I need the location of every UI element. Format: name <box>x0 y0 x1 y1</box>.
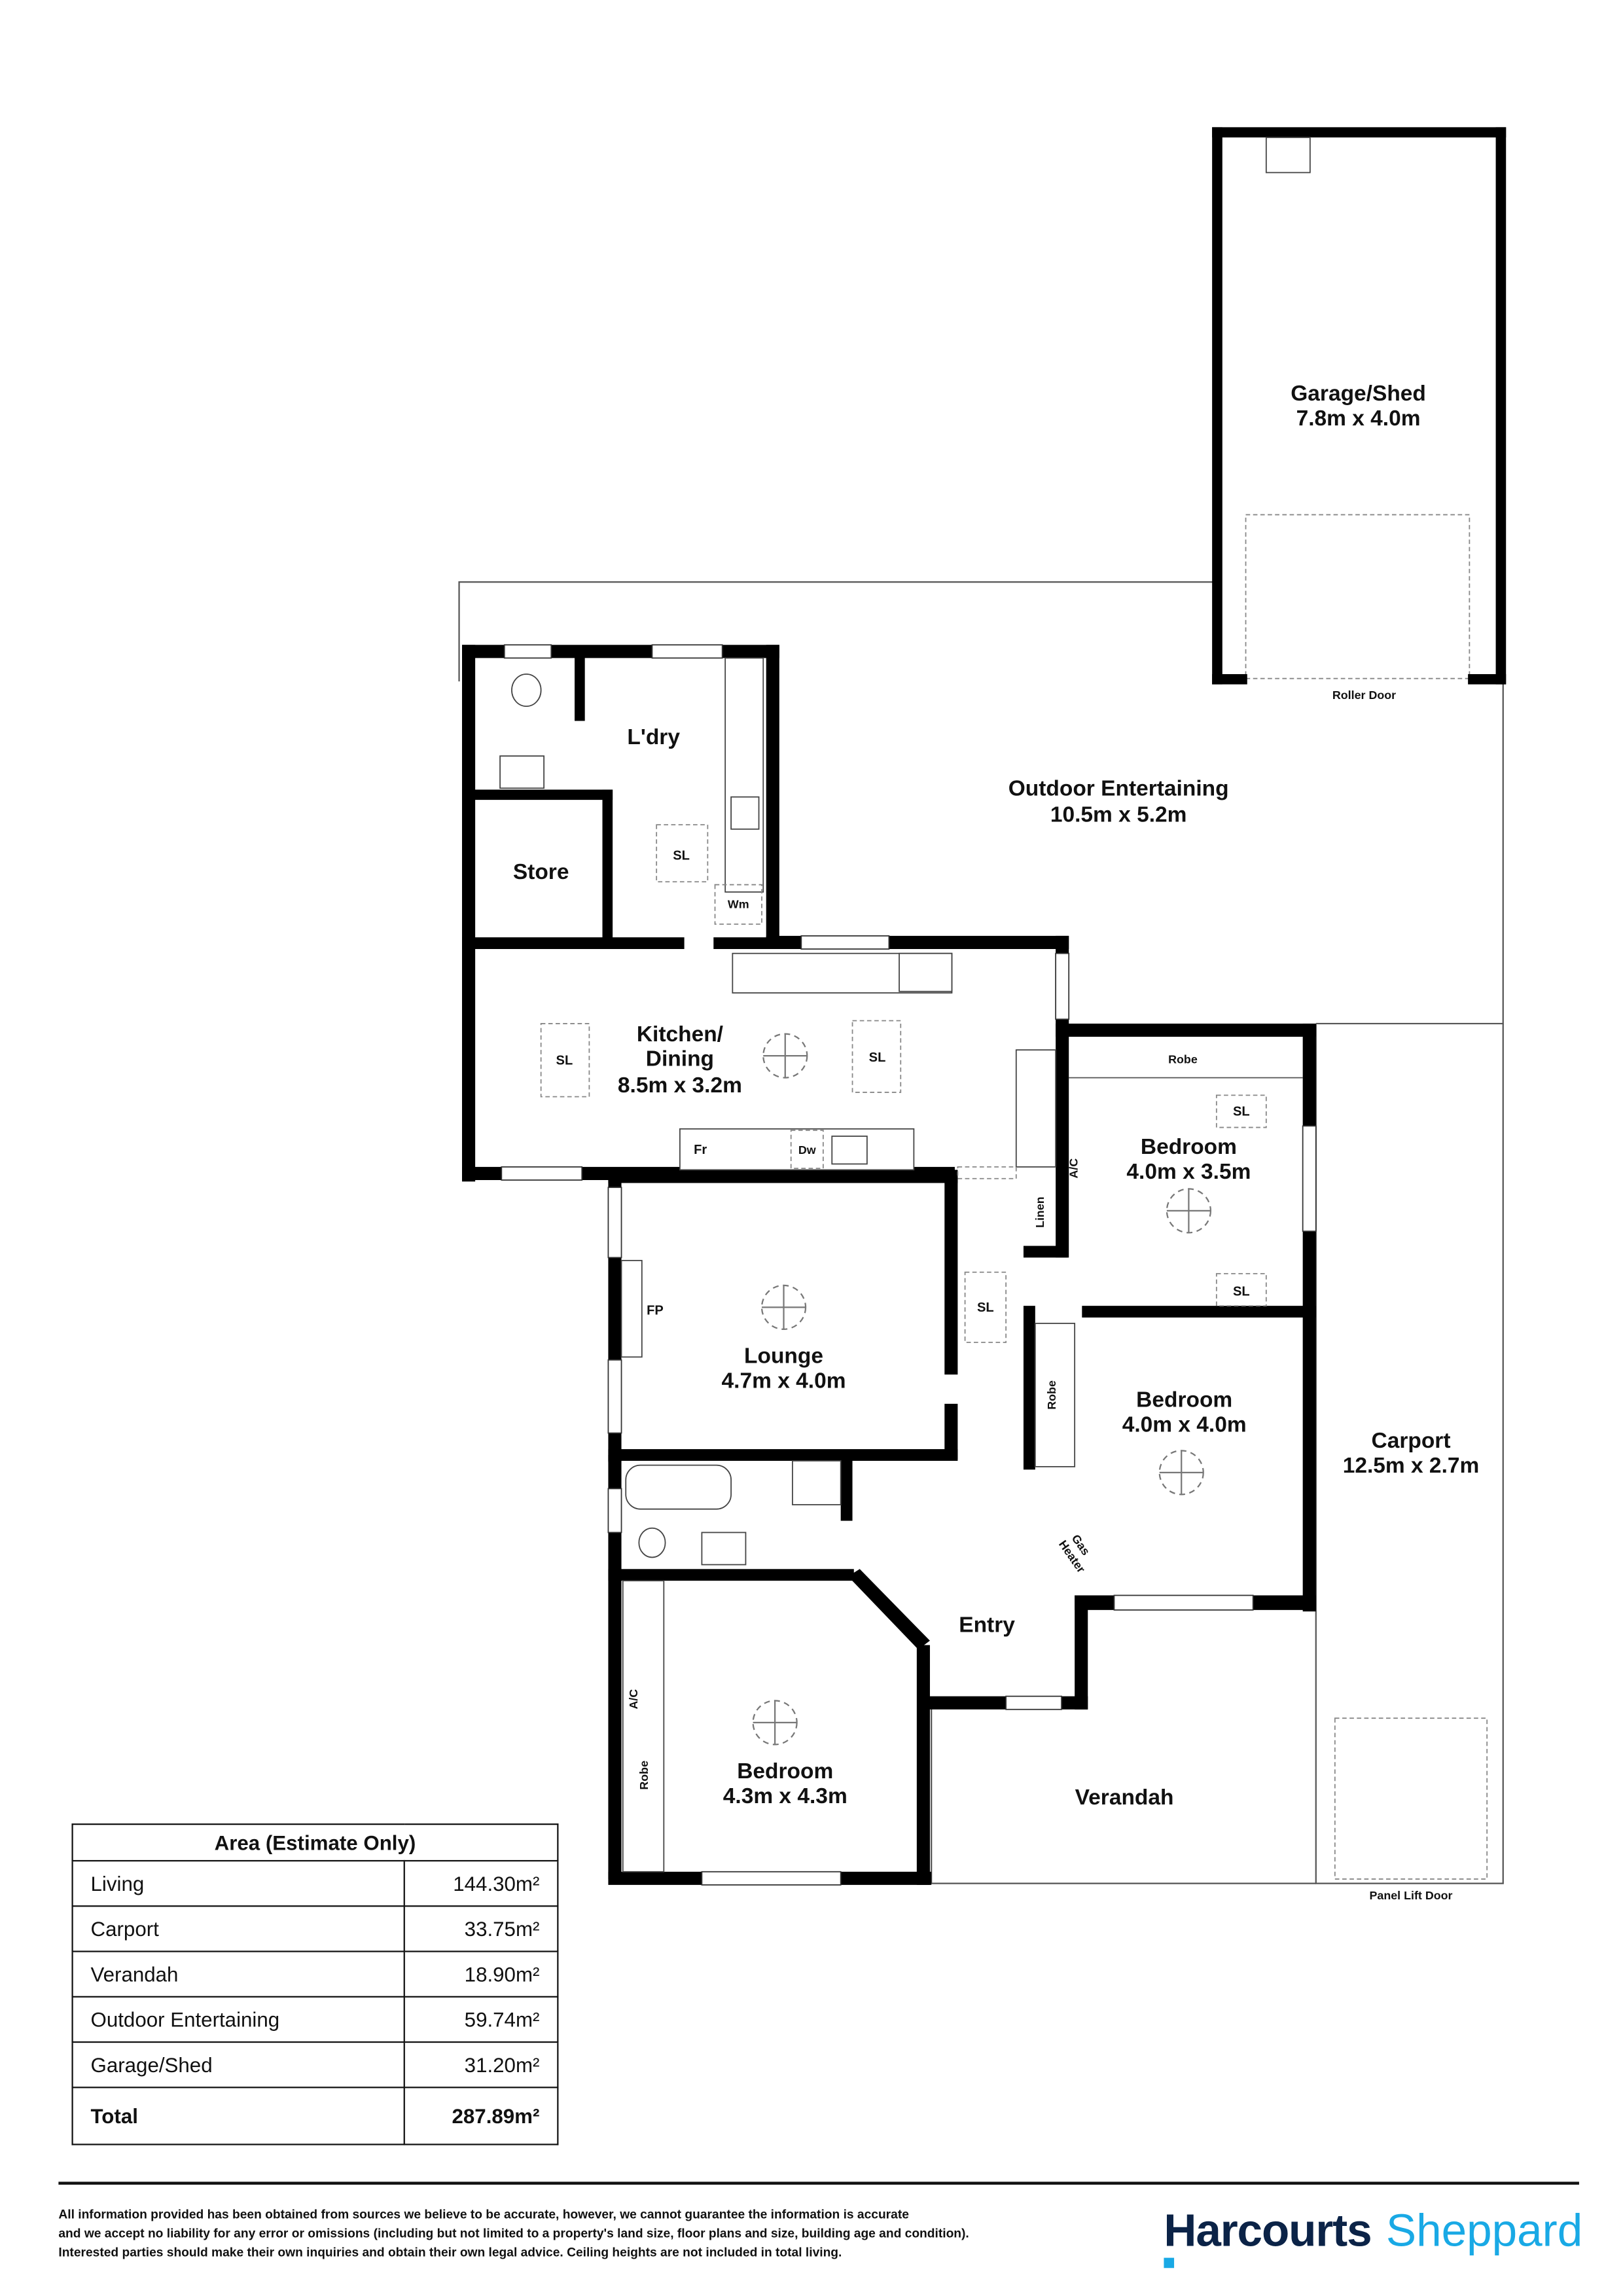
robe-unit-3 <box>622 1580 665 1873</box>
bedroom3-label: Bedroom <box>737 1759 833 1784</box>
row-value: 59.74m² <box>403 1996 559 2043</box>
skylight-label: SL <box>977 1300 994 1315</box>
basin-icon-2 <box>701 1532 747 1566</box>
house-walls <box>462 645 1316 1885</box>
row-label: Outdoor Entertaining <box>71 1996 405 2043</box>
kitchen-sink-icon <box>831 1136 868 1165</box>
carport-car-space <box>1334 1717 1488 1880</box>
total-label: Total <box>71 2087 405 2145</box>
area-table-title: Area (Estimate Only) <box>71 1823 559 1862</box>
ac-label: A/C <box>1067 1158 1080 1179</box>
carport-size: 12.5m x 2.7m <box>1343 1454 1480 1478</box>
garage-walls <box>1212 127 1507 685</box>
robe-unit-2 <box>1034 1323 1076 1467</box>
row-value: 33.75m² <box>403 1905 559 1952</box>
robe-label: Robe <box>1168 1052 1198 1066</box>
dining-label: Dining <box>646 1047 714 1071</box>
ceiling-fan-icon <box>752 1033 1212 1746</box>
footer-divider <box>58 2181 1579 2185</box>
row-value: 144.30m² <box>403 1859 559 1907</box>
logo-brand: Harcourts <box>1164 2205 1372 2257</box>
row-label: Carport <box>71 1905 405 1952</box>
verandah-label: Verandah <box>1075 1785 1174 1810</box>
logo-office: Sheppard <box>1385 2205 1583 2257</box>
fireplace-label: FP <box>647 1304 664 1318</box>
row-value: 18.90m² <box>403 1950 559 1998</box>
toilet-icon-2 <box>638 1527 666 1558</box>
disclaimer: All information provided has been obtain… <box>58 2205 1169 2262</box>
bedroom3-size: 4.3m x 4.3m <box>723 1784 847 1808</box>
bath-icon <box>625 1464 732 1510</box>
lounge-label: Lounge <box>744 1344 823 1368</box>
lounge-size: 4.7m x 4.0m <box>722 1369 846 1393</box>
basin-icon <box>499 755 545 789</box>
row-value: 31.20m² <box>403 2041 559 2089</box>
robe-unit <box>1015 1049 1056 1168</box>
garage-size: 7.8m x 4.0m <box>1296 406 1421 431</box>
kitchen-size: 8.5m x 3.2m <box>618 1073 742 1098</box>
toilet-icon <box>511 673 542 708</box>
dishwasher-label: Dw <box>798 1143 816 1157</box>
ac-label-2: A/C <box>627 1689 640 1710</box>
roller-door-label: Roller Door <box>1332 689 1396 702</box>
row-label: Living <box>71 1859 405 1907</box>
disclaimer-line: Interested parties should make their own… <box>58 2244 842 2259</box>
cooktop-icon <box>899 952 953 992</box>
outdoor-outline-right <box>1315 681 1504 1025</box>
skylight-label: SL <box>869 1050 886 1065</box>
bedroom2-label: Bedroom <box>1136 1388 1232 1412</box>
skylight-label: SL <box>556 1053 573 1067</box>
washing-machine-label: Wm <box>728 897 749 910</box>
bedroom2-size: 4.0m x 4.0m <box>1122 1412 1247 1437</box>
laundry-label: L'dry <box>627 725 680 749</box>
outdoor-size: 10.5m x 5.2m <box>1050 803 1187 827</box>
outdoor-outline <box>458 581 1215 682</box>
laundry-bench <box>724 657 764 893</box>
robe-label-3: Robe <box>637 1761 651 1790</box>
panel-lift-door-label: Panel Lift Door <box>1369 1889 1452 1902</box>
garage-car-space <box>1245 514 1471 679</box>
robe-label-2: Robe <box>1045 1380 1058 1410</box>
disclaimer-line: All information provided has been obtain… <box>58 2206 909 2221</box>
skylight-label: SL <box>1233 1285 1250 1299</box>
outdoor-label: Outdoor Entertaining <box>1008 776 1229 800</box>
fireplace-icon <box>620 1259 643 1358</box>
entry-label: Entry <box>959 1613 1015 1637</box>
fridge-label: Fr <box>694 1143 707 1157</box>
kitchen-bench-lower <box>679 1128 915 1171</box>
disclaimer-line: and we accept no liability for any error… <box>58 2225 969 2240</box>
carport-label: Carport <box>1372 1429 1451 1453</box>
garage-label: Garage/Shed <box>1291 382 1426 406</box>
skylight-label: SL <box>1233 1105 1250 1119</box>
shower-icon <box>792 1460 842 1505</box>
bedroom1-size: 4.0m x 3.5m <box>1126 1160 1251 1184</box>
total-value: 287.89m² <box>403 2087 559 2145</box>
fixtures <box>499 657 1303 1873</box>
logo-square-icon <box>1164 2257 1175 2269</box>
row-label: Verandah <box>71 1950 405 1998</box>
store-label: Store <box>513 860 569 884</box>
row-label: Garage/Shed <box>71 2041 405 2089</box>
linen-label: Linen <box>1033 1196 1046 1228</box>
windows <box>501 644 1317 1886</box>
laundry-trough-icon <box>730 796 760 830</box>
bedroom1-label: Bedroom <box>1141 1135 1237 1159</box>
kitchen-label: Kitchen/ <box>637 1022 723 1047</box>
skylight-label: SL <box>673 849 690 863</box>
